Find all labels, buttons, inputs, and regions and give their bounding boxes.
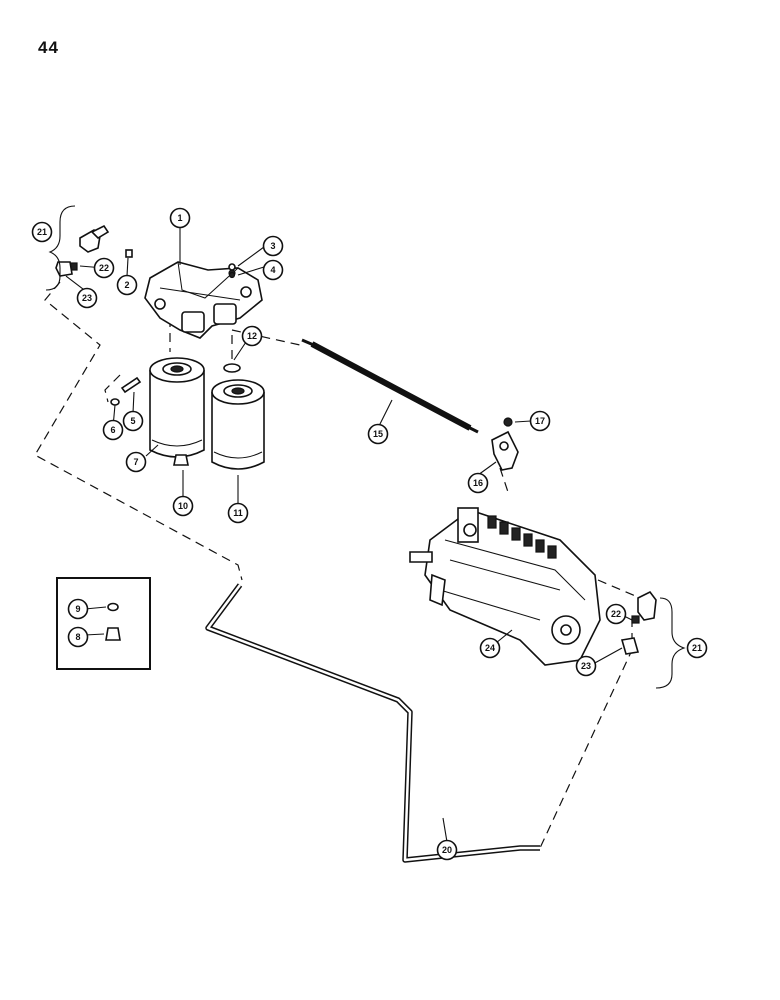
callout-20: 20 [436,839,458,861]
svg-text:23: 23 [82,293,92,303]
bracket-21-right [655,597,686,689]
nut-23-left [55,261,73,277]
dashed-line-left-return [34,281,243,581]
plug-2 [125,249,133,258]
svg-text:15: 15 [373,429,383,439]
page-number: 44 [38,38,59,57]
callout-9: 9 [67,598,89,620]
svg-text:4: 4 [270,265,275,275]
drain-plug-10 [173,454,189,466]
svg-text:11: 11 [233,508,243,518]
callout-15: 15 [367,423,389,445]
fuel-filter-left [149,357,205,458]
svg-text:8: 8 [75,632,80,642]
bolt-5 [120,376,142,394]
screw-3 [228,263,236,271]
fuel-tube-15 [301,338,479,434]
callout-21-left: 21 [31,221,53,243]
callout-8: 8 [67,626,89,648]
dashed-line-filter-to-pump [231,329,301,346]
svg-text:21: 21 [692,643,702,653]
svg-text:20: 20 [442,845,452,855]
svg-text:3: 3 [270,241,275,251]
svg-text:9: 9 [75,604,80,614]
svg-text:24: 24 [485,643,495,653]
callout-5: 5 [122,410,144,432]
elbow-fitting-left [79,224,110,253]
inset-box [56,577,151,670]
callout-17: 17 [529,410,551,432]
svg-text:7: 7 [133,457,138,467]
seal-22-right [631,615,640,624]
svg-text:22: 22 [611,609,621,619]
pump-outlets [487,515,557,559]
dashed-line-banjo [499,467,509,493]
callout-1: 1 [169,207,191,229]
callout-22-left: 22 [93,257,115,279]
svg-text:2: 2 [124,280,129,290]
callout-4: 4 [262,259,284,281]
svg-text:16: 16 [473,478,483,488]
nut-17 [503,417,513,427]
svg-text:10: 10 [178,501,188,511]
svg-text:22: 22 [99,263,109,273]
callout-7: 7 [125,451,147,473]
bracket-21-left [45,205,76,291]
callout-16: 16 [467,472,489,494]
callout-11: 11 [227,502,249,524]
callout-10: 10 [172,495,194,517]
washer-4 [228,271,236,279]
dashed-line-pump-right [597,579,641,599]
banjo-fitting-16 [491,430,519,471]
svg-text:6: 6 [110,425,115,435]
callout-12: 12 [241,325,263,347]
nut-23-right [620,637,640,655]
svg-text:23: 23 [581,661,591,671]
svg-text:5: 5 [130,416,135,426]
washer-6 [110,398,120,406]
callout-21-right: 21 [686,637,708,659]
callout-3: 3 [262,235,284,257]
svg-text:17: 17 [535,416,545,426]
fuel-filter-right [211,379,265,470]
callout-24: 24 [479,637,501,659]
callout-6: 6 [102,419,124,441]
callout-23-right: 23 [575,655,597,677]
rigid-fuel-pipe-20 [205,583,540,863]
svg-text:21: 21 [37,227,47,237]
svg-text:1: 1 [177,213,182,223]
injection-pump [409,507,601,666]
dashed-line-bolt [104,374,121,403]
svg-text:12: 12 [247,331,257,341]
callout-2: 2 [116,274,138,296]
o-ring-12 [223,363,241,373]
elbow-fitting-right [637,590,657,621]
callout-22-right: 22 [605,603,627,625]
callout-23-left: 23 [76,287,98,309]
